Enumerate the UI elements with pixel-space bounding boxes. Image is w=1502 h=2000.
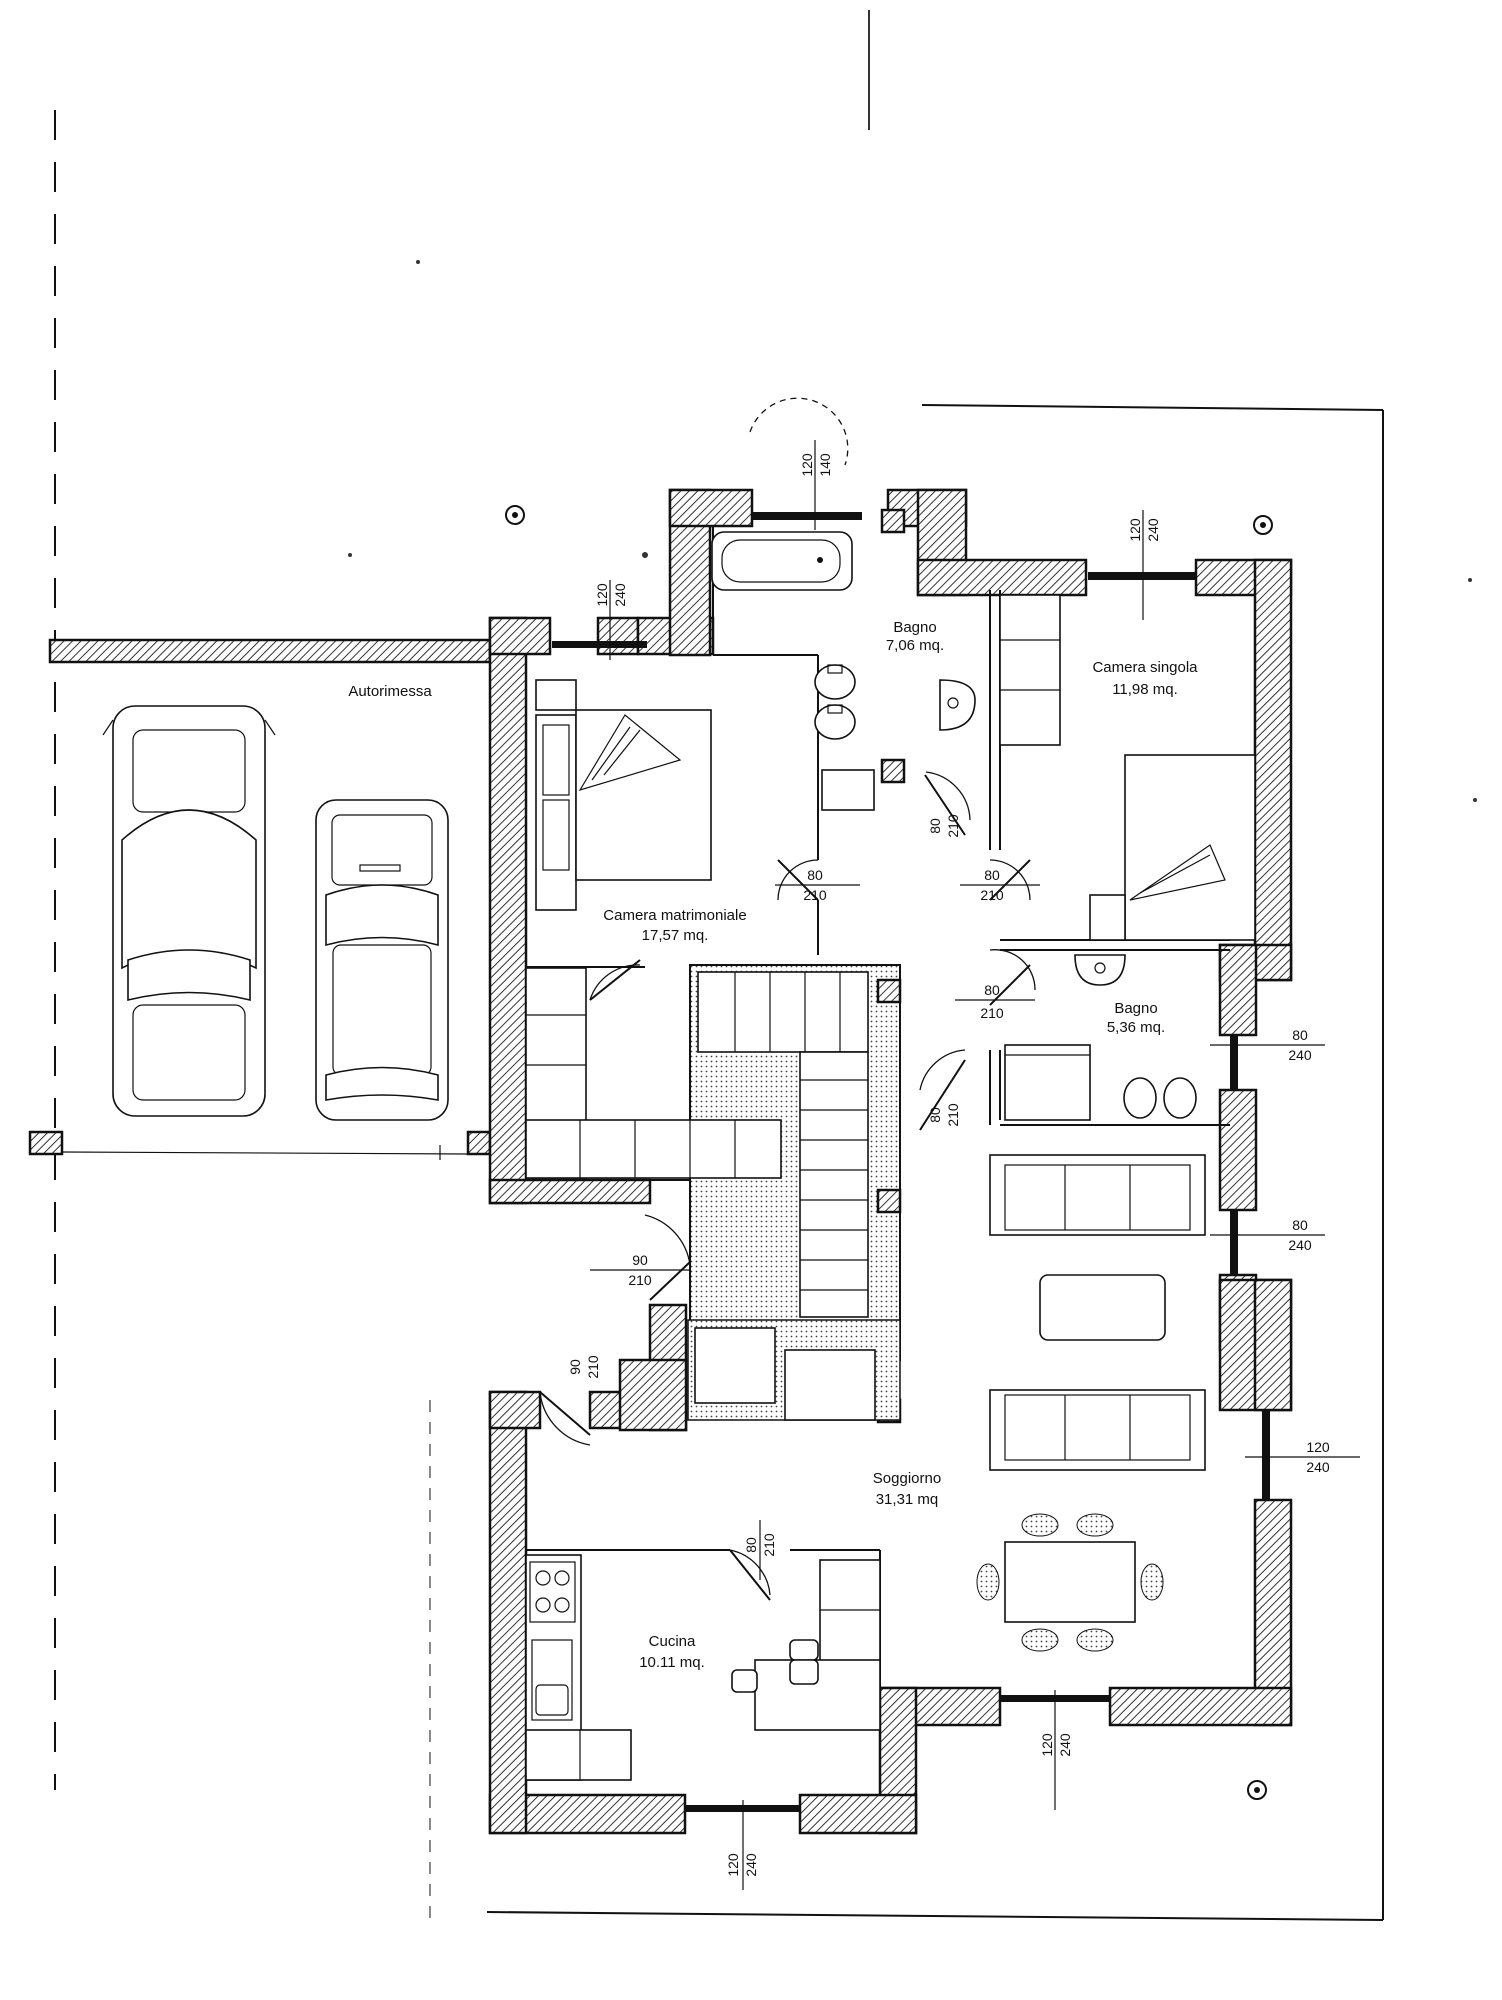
bagno2-fixtures [1004,954,1197,1121]
cucina-area: 10.11 mq. [639,1654,705,1671]
dim-win-cucina-w: 120 [725,1853,741,1877]
dim-door-cucina-w: 80 [743,1537,759,1553]
car-small [315,799,449,1121]
dim-door-singola-w: 80 [984,867,1000,883]
bagno2-area: 5,36 mq. [1107,1019,1165,1036]
dim-win-soggiorno1-h: 240 [1288,1237,1312,1253]
dim-win-soggiorno1-w: 80 [1292,1217,1308,1233]
dim-win-bagno2-side-h: 240 [1288,1047,1312,1063]
dim-door-ingresso-w: 90 [632,1252,648,1268]
dim-win-singola-h: 240 [1145,518,1161,542]
dim-win-bagno-h: 140 [817,453,833,477]
camera-singola-name: Camera singola [1092,659,1198,676]
car-large [102,705,276,1117]
bagno1-name: Bagno [893,619,936,636]
dim-door-bagno1-w: 80 [927,818,943,834]
dimension-labels: 120 140 120 240 120 240 80 210 80 210 80… [567,440,1360,1890]
dim-door-singola-h: 210 [980,887,1004,903]
autorimessa-label: Autorimessa [348,683,432,700]
cucina-name: Cucina [649,1633,696,1650]
dim-win-soggiorno-bottom-w: 120 [1039,1733,1055,1757]
dim-door-hall-h: 210 [945,1103,961,1127]
dim-win-matrimoniale-h: 240 [612,583,628,607]
property-boundary [54,110,1384,1921]
dim-door-hall-w: 80 [927,1107,943,1123]
dim-win-singola-w: 120 [1127,518,1143,542]
dim-win-bagno2-side-w: 80 [1292,1027,1308,1043]
dim-door-bagno2-w: 80 [984,982,1000,998]
dim-door-matrimoniale-w: 80 [807,867,823,883]
dim-door-bagno2-h: 210 [980,1005,1004,1021]
scan-noise [348,10,1477,802]
soggiorno-area: 31,31 mq [876,1491,939,1508]
camera-singola-area: 11,98 mq. [1112,681,1178,698]
doors [539,397,1036,1601]
dim-door-matrimoniale-h: 210 [803,887,827,903]
dim-door-bagno1-h: 210 [945,814,961,838]
matrimoniale-furniture [525,679,782,1179]
dim-door-ingresso2-w: 90 [567,1359,583,1375]
soggiorno-name: Soggiorno [873,1470,941,1487]
room-labels: Bagno 7,06 mq. Camera singola 11,98 mq. … [603,619,1198,1671]
bagno1-fixtures [711,508,976,811]
camera-singola-furniture [999,594,1256,941]
dim-win-matrimoniale-w: 120 [594,583,610,607]
cucina-furniture [525,1554,881,1781]
dim-door-ingresso-h: 210 [628,1272,652,1288]
dim-win-soggiorno2-w: 120 [1306,1439,1330,1455]
soggiorno-furniture [976,1154,1206,1652]
garage: Autorimessa [28,638,492,1156]
bagno1-area: 7,06 mq. [886,637,944,654]
walls [488,488,1293,1835]
dim-win-soggiorno-bottom-h: 240 [1057,1733,1073,1757]
dim-win-soggiorno2-h: 240 [1306,1459,1330,1475]
survey-markers [505,505,1273,1800]
dim-win-cucina-h: 240 [743,1853,759,1877]
dim-door-cucina-h: 210 [761,1533,777,1557]
bagno2-name: Bagno [1114,1000,1157,1017]
dim-win-bagno-w: 120 [799,453,815,477]
dim-door-ingresso2-h: 210 [585,1355,601,1379]
matrimoniale-area: 17,57 mq. [642,927,709,944]
matrimoniale-name: Camera matrimoniale [603,907,746,924]
staircase [687,964,902,1424]
